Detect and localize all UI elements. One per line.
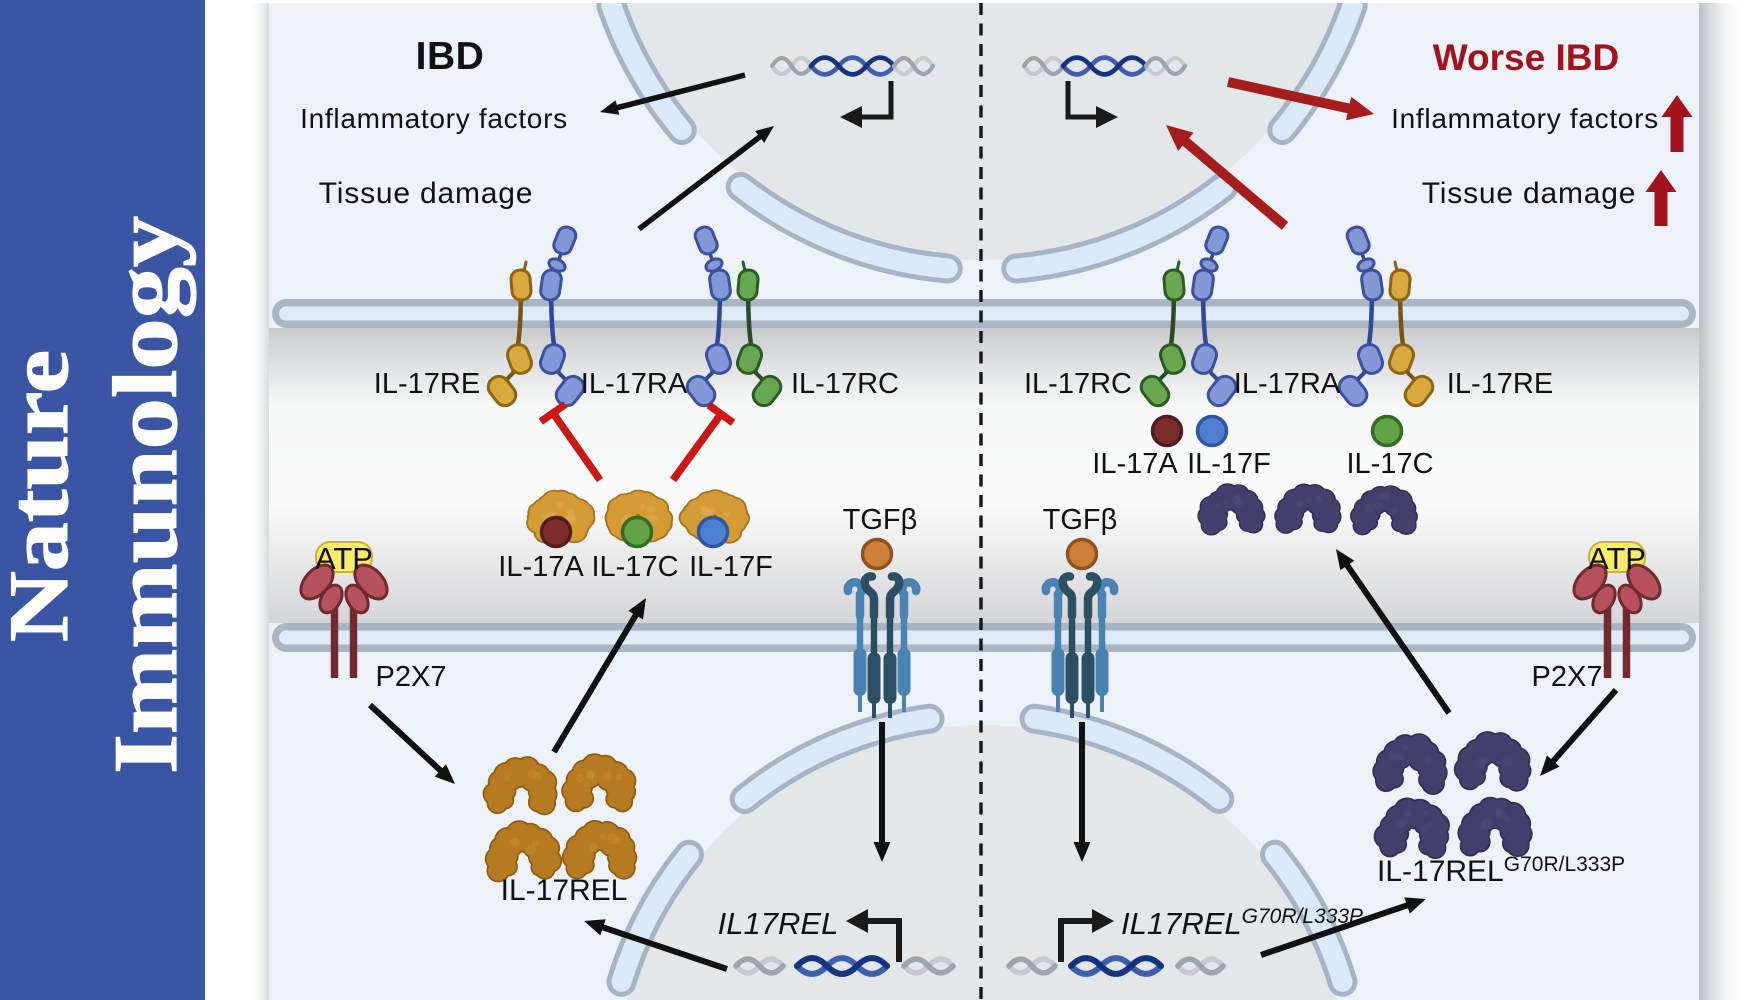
- svg-text:TGFβ: TGFβ: [843, 504, 918, 536]
- svg-text:Inflammatory factors: Inflammatory factors: [300, 103, 568, 134]
- svg-text:IBD: IBD: [416, 35, 485, 78]
- svg-text:IL-17RC: IL-17RC: [1024, 368, 1132, 400]
- svg-text:IL-17RE: IL-17RE: [1447, 368, 1553, 400]
- svg-text:Immunology: Immunology: [95, 216, 196, 774]
- svg-text:Tissue damage: Tissue damage: [319, 177, 533, 210]
- svg-text:IL-17C: IL-17C: [591, 551, 678, 583]
- svg-text:IL17REL: IL17REL: [718, 906, 839, 941]
- svg-text:IL-17A: IL-17A: [1092, 448, 1178, 480]
- svg-text:Nature: Nature: [0, 350, 85, 642]
- svg-text:P2X7: P2X7: [376, 661, 447, 693]
- svg-text:ATP: ATP: [1588, 541, 1646, 576]
- svg-text:P2X7: P2X7: [1532, 661, 1603, 693]
- svg-text:IL-17RE: IL-17RE: [374, 368, 480, 400]
- svg-text:IL-17C: IL-17C: [1346, 448, 1433, 480]
- svg-text:ATP: ATP: [315, 541, 373, 576]
- svg-text:Tissue damage: Tissue damage: [1422, 177, 1636, 210]
- svg-text:IL-17REL: IL-17REL: [501, 874, 628, 907]
- svg-text:IL-17RA: IL-17RA: [1234, 368, 1341, 400]
- svg-text:TGFβ: TGFβ: [1043, 504, 1118, 536]
- svg-text:IL-17F: IL-17F: [689, 551, 773, 583]
- svg-text:IL-17RA: IL-17RA: [581, 368, 688, 400]
- svg-text:IL-17F: IL-17F: [1187, 448, 1271, 480]
- svg-text:Worse IBD: Worse IBD: [1433, 37, 1619, 78]
- svg-text:IL-17A: IL-17A: [498, 551, 584, 583]
- svg-text:Inflammatory factors: Inflammatory factors: [1391, 103, 1659, 134]
- svg-text:IL-17RC: IL-17RC: [791, 368, 899, 400]
